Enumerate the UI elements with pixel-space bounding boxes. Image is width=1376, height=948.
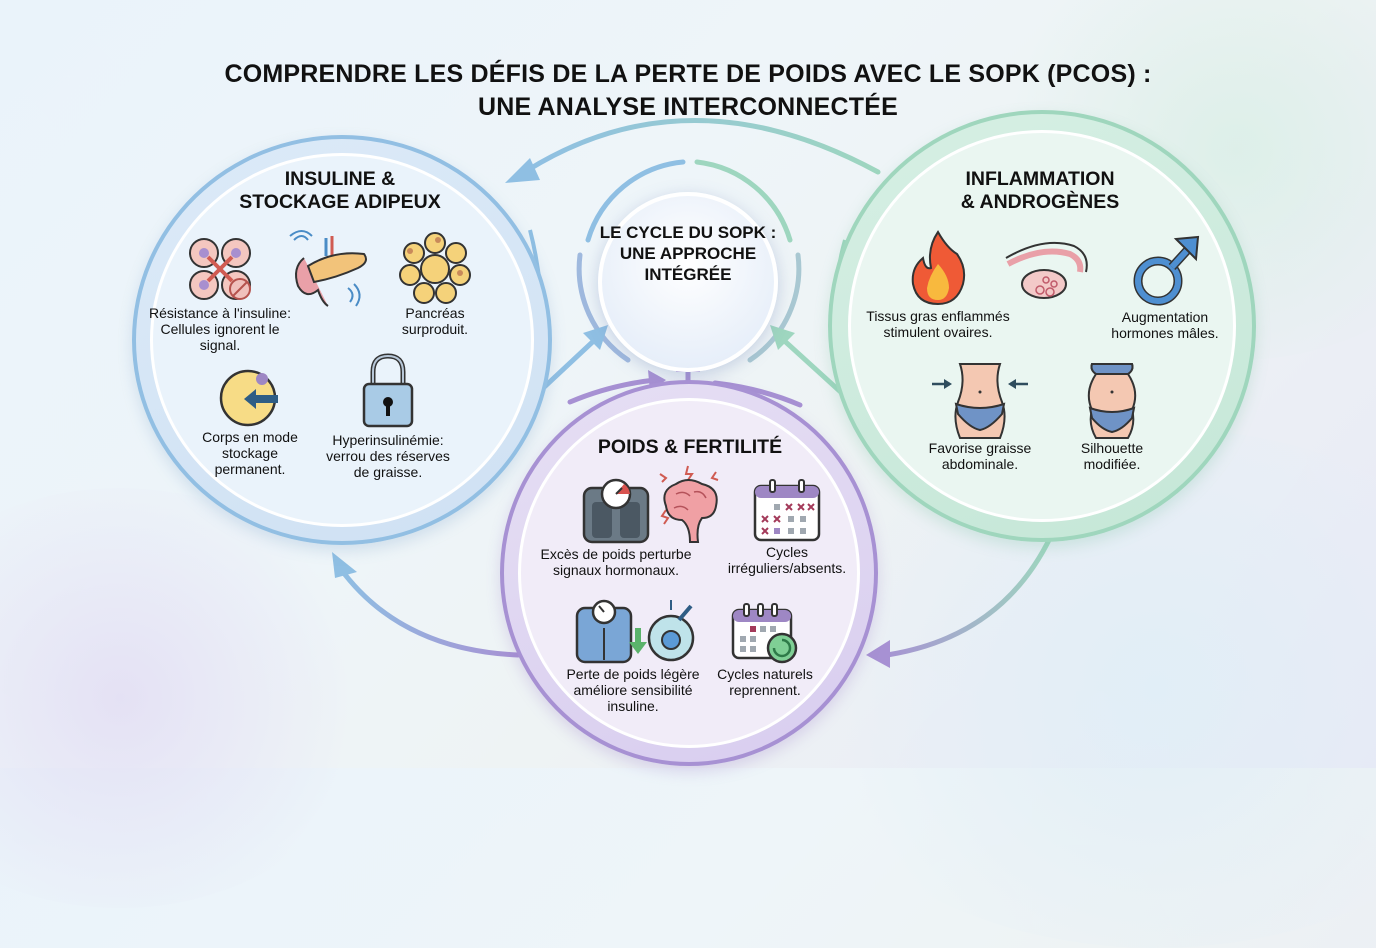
inflammation-section-title: INFLAMMATION & ANDROGÈNES [890,168,1190,214]
weight-item-irregular-cycles: Cycles irréguliers/absents. [722,478,852,576]
insulin-caption-storage: Corps en mode stockage permanent. [202,429,298,477]
insulin-item-resistance: Résistance à l'insuline: Cellules ignore… [140,233,300,353]
calendar-crossed-icon [753,479,821,542]
insulin-title-line-1: INSULINE & [284,168,396,190]
inflammation-item-ovary [1004,236,1094,306]
waist-arrows-icon [932,363,1028,439]
insulin-item-pancreas [284,228,374,308]
weight-item-excess: Excès de poids perturbe signaux hormonau… [526,478,706,578]
insulin-caption-pancreas: Pancréas surproduit. [401,305,469,337]
padlock-icon [362,353,414,428]
page-title: COMPRENDRE LES DÉFIS DE LA PERTE DE POID… [0,58,1376,124]
weight-item-brain [650,464,730,546]
arrow-weight-to-insulin [337,565,521,658]
fat-cell-storage-icon [219,369,278,427]
insulin-section-inner [150,153,534,527]
center-hub [598,192,778,372]
inflammation-caption-tissue: Tissus gras enflammés stimulent ovaires. [866,308,1010,340]
pancreas-icon [289,230,367,307]
inflammation-section-inner [848,130,1236,522]
inflammation-item-silhouette: Silhouette modifiée. [1062,362,1162,472]
fat-cells-cluster-icon [399,232,471,304]
inflammation-item-flame: Tissus gras enflammés stimulent ovaires. [858,228,1018,340]
arrow-inflammation-to-insulin [525,118,881,175]
weight-caption-irregular-cycles: Cycles irréguliers/absents. [727,544,847,576]
inflammation-caption-abdominal: Favorise graisse abdominale. [928,440,1032,472]
weight-fertility-section-title: POIDS & FERTILITÉ [597,436,783,458]
insulin-title-line-2: STOCKAGE ADIPEUX [239,191,441,213]
title-line-1: COMPRENDRE LES DÉFIS DE LA PERTE DE POID… [224,60,1152,88]
insulin-item-hyperinsulinemia: Hyperinsulinémie: verrou des réserves de… [318,352,458,480]
insulin-item-storage: Corps en mode stockage permanent. [195,365,305,477]
weight-item-weight-loss: Perte de poids légère améliore sensibili… [548,598,718,714]
insulin-section [132,135,552,545]
insulin-caption-hyperinsulinemia: Hyperinsulinémie: verrou des réserves de… [326,432,450,480]
inflammation-item-abdominal: Favorise graisse abdominale. [920,362,1040,472]
inflammation-section [828,110,1256,542]
inflammation-item-androgens: Augmentation hormones mâles. [1095,233,1235,341]
insulin-item-pancreas-overproduction: Pancréas surproduit. [375,231,495,337]
flame-icon [911,230,966,306]
inflammation-caption-androgens: Augmentation hormones mâles. [1111,309,1219,341]
arrow-inflammation-to-weight [877,535,1053,659]
calendar-cycle-icon [731,603,798,664]
insulin-section-title: INSULINE & STOCKAGE ADIPEUX [180,168,500,214]
scale-down-cell-icon [575,599,695,664]
insulin-caption-resistance: Résistance à l'insuline: Cellules ignore… [149,305,291,353]
inflammation-title-line-1: INFLAMMATION [965,168,1115,190]
weight-caption-excess: Excès de poids perturbe signaux hormonau… [540,546,692,578]
scale-icon [582,478,650,544]
inflammation-caption-silhouette: Silhouette modifiée. [1080,440,1144,472]
torso-silhouette-icon [1087,363,1137,439]
title-line-2: UNE ANALYSE INTERCONNECTÉE [477,93,899,121]
blocked-cells-icon [189,238,251,300]
male-symbol-icon [1133,235,1200,306]
weight-fertility-section [500,380,878,766]
weight-caption-natural-cycles: Cycles naturels reprennent. [717,666,813,698]
inflammation-title-line-2: & ANDROGÈNES [960,191,1120,213]
ovary-icon [1005,241,1088,299]
weight-item-natural-cycles: Cycles naturels reprennent. [710,602,820,698]
center-hub-title: LE CYCLE DU SOPK : UNE APPROCHE INTÉGRÉE [599,223,777,284]
weight-fertility-section-inner [518,398,860,748]
weight-caption-weight-loss: Perte de poids légère améliore sensibili… [566,666,700,714]
brain-icon [659,465,719,543]
